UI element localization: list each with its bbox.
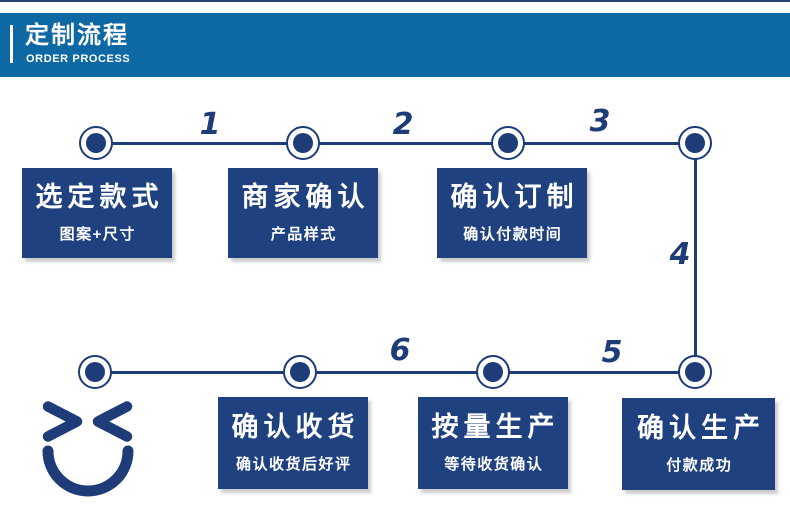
step-subtitle: 等待收货确认 — [444, 455, 544, 473]
flow-line-right-vertical — [694, 143, 697, 372]
node-dot — [86, 133, 106, 153]
flow-node — [476, 355, 510, 389]
step-box-confirm-production: 确认生产 付款成功 — [622, 398, 775, 490]
header-accent-bar — [10, 25, 13, 63]
flow-node — [286, 126, 320, 160]
flow-node — [79, 126, 113, 160]
step-title: 商家确认 — [241, 182, 370, 213]
step-title: 确认收货 — [231, 412, 360, 443]
node-dot — [498, 133, 518, 153]
step-subtitle: 确认付款时间 — [463, 225, 563, 243]
step-subtitle: 付款成功 — [666, 456, 733, 474]
step-box-confirm-receipt: 确认收货 确认收货后好评 — [218, 397, 368, 489]
connector-number-4: 4 — [669, 237, 691, 272]
step-box-confirm-order: 确认订制 确认付款时间 — [437, 168, 587, 258]
node-dot — [290, 362, 310, 382]
flow-line-bottom — [95, 371, 695, 374]
flow-node — [78, 355, 112, 389]
step-box-select-style: 选定款式 图案+尺寸 — [22, 168, 172, 258]
header-banner: 定制流程 ORDER PROCESS — [0, 13, 790, 77]
node-dot — [483, 362, 503, 382]
step-subtitle: 产品样式 — [270, 225, 337, 243]
page-title: 定制流程 — [25, 22, 129, 49]
connector-number-3: 3 — [589, 104, 611, 139]
node-dot — [685, 133, 705, 153]
top-border-rule — [0, 0, 790, 2]
flow-node — [283, 355, 317, 389]
step-subtitle: 确认收货后好评 — [235, 455, 352, 473]
winking-smiley-icon — [42, 401, 134, 497]
step-title: 按量生产 — [431, 412, 560, 443]
step-box-batch-production: 按量生产 等待收货确认 — [418, 397, 568, 489]
flow-node — [491, 126, 525, 160]
step-box-merchant-confirm: 商家确认 产品样式 — [228, 168, 378, 258]
connector-number-2: 2 — [392, 107, 414, 142]
page-subtitle: ORDER PROCESS — [26, 53, 131, 65]
node-dot — [293, 133, 313, 153]
flow-node — [678, 126, 712, 160]
connector-number-1: 1 — [199, 107, 221, 142]
step-title: 选定款式 — [35, 182, 164, 213]
node-dot — [685, 362, 705, 382]
node-dot — [85, 362, 105, 382]
step-subtitle: 图案+尺寸 — [59, 225, 136, 243]
flow-line-top — [96, 142, 695, 145]
step-title: 确认订制 — [450, 182, 579, 213]
step-title: 确认生产 — [637, 413, 765, 444]
connector-number-6: 6 — [389, 333, 411, 368]
connector-number-5: 5 — [601, 335, 623, 370]
flow-node — [678, 355, 712, 389]
